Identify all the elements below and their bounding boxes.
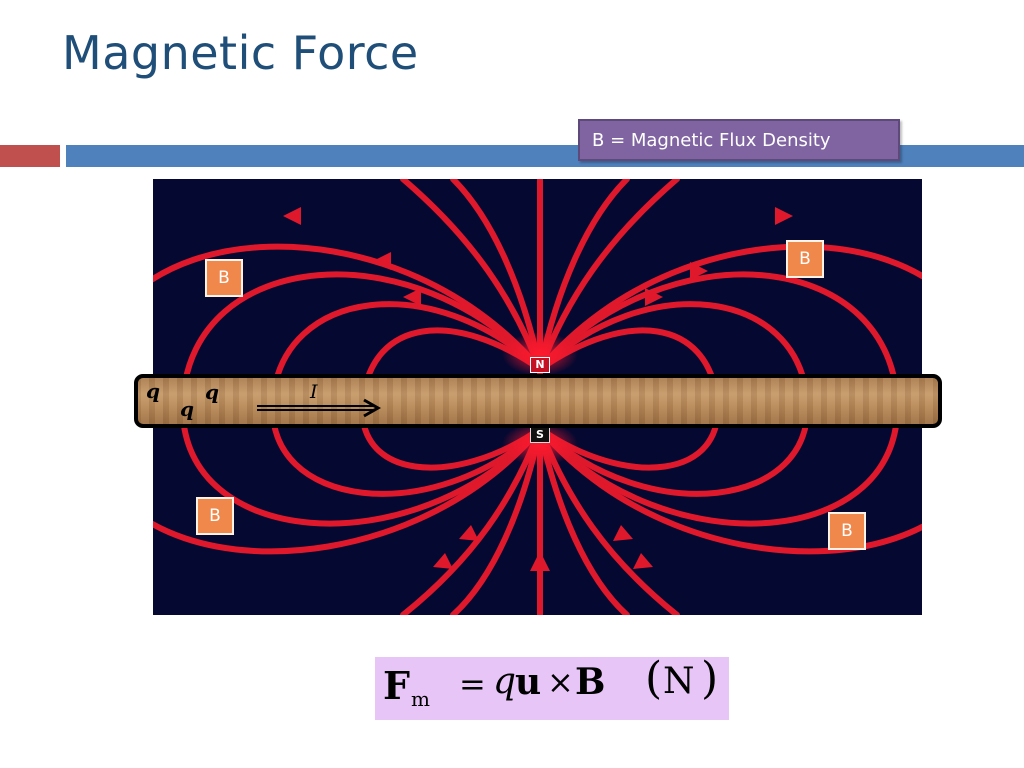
b-field-label: B	[205, 259, 243, 297]
current-carrying-conductor	[134, 374, 942, 428]
north-pole-marker: N	[530, 357, 550, 373]
charge-label: q	[146, 379, 160, 403]
charge-label: q	[205, 380, 219, 404]
slide-title: Magnetic Force	[62, 26, 419, 80]
formula-velocity: u	[515, 661, 542, 703]
formula-unit-open: (	[645, 653, 663, 704]
b-field-label: B	[196, 497, 234, 535]
formula-cross: ×	[547, 663, 574, 701]
formula-force-subscript: m	[411, 687, 430, 711]
current-arrow-icon	[257, 398, 382, 418]
formula-field: B	[575, 661, 606, 703]
magnetic-force-formula: F m = q u × B ( N )	[375, 653, 729, 720]
current-label: I	[310, 381, 318, 403]
formula-force: F	[383, 663, 410, 708]
formula-unit: N	[663, 661, 695, 702]
charge-label: q	[180, 397, 194, 421]
flux-density-label: B = Magnetic Flux Density	[578, 119, 900, 161]
accent-bar-red	[0, 145, 60, 167]
formula-charge: q	[493, 661, 517, 702]
b-field-label: B	[786, 240, 824, 278]
formula-equals: =	[459, 665, 486, 703]
formula-unit-close: )	[701, 653, 719, 704]
b-field-label: B	[828, 512, 866, 550]
south-pole-marker: S	[530, 427, 550, 443]
